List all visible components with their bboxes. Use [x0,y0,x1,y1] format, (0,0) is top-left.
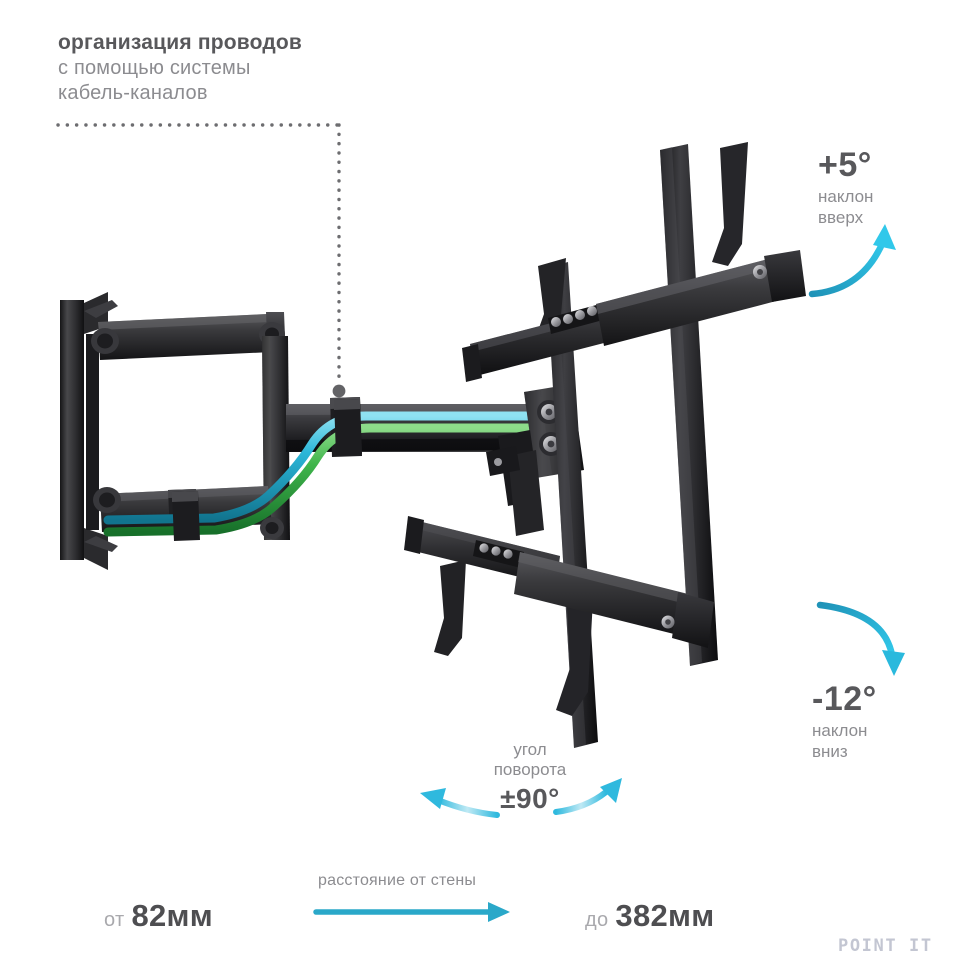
tilt-up-caption: наклон вверх [818,187,873,228]
callout-line-2: с помощью системы [58,57,251,80]
dotted-leader-line [56,123,346,398]
tilt-down-caption-line-1: наклон [812,721,868,740]
vertical-rail-right [660,144,718,666]
tilt-up-value: +5° [818,146,872,184]
distance-min: от 82мм [104,898,213,934]
curved-arrow-left-icon [420,788,500,818]
tilt-down-caption-line-2: вниз [812,741,848,761]
curved-arrow-down-icon [816,601,905,676]
watermark-logo: POINT IT [838,936,933,956]
swivel-annotation: угол поворота ±90° [460,740,600,815]
swivel-caption-line-1: угол [513,740,547,759]
tilt-down-annotation: -12° наклон вниз [812,682,877,762]
curved-arrow-up-icon [808,224,896,298]
tilt-up-annotation: +5° наклон вверх [818,148,873,228]
tilt-up-caption-line-1: наклон [818,187,874,206]
wall-plate [60,292,118,570]
callout-line-1: организация проводов [58,31,303,54]
distance-min-value: 82мм [131,898,213,933]
distance-max-prefix: до [585,909,609,931]
rack-teeth-lower [473,540,524,568]
crossbar-upper [462,250,806,382]
hook-bracket [434,142,748,716]
straight-arrow-right-icon [313,902,510,922]
cable-management-callout: организация проводов с помощью системы к… [58,30,388,106]
distance-max: до 382мм [585,898,715,934]
cable-clip [172,399,362,541]
tilt-hardware [486,446,520,476]
curved-arrow-right-icon [553,778,622,815]
crossbar-lower [404,516,714,648]
distance-label: расстояние от стены [318,872,477,889]
swivel-caption-line-2: поворота [493,760,567,780]
tilt-down-caption: наклон вниз [812,721,877,762]
callout-line-3: кабель-каналов [58,81,208,104]
tilt-down-value: -12° [812,680,877,718]
rack-teeth [548,304,603,334]
swivel-value: ±90° [500,782,560,814]
tilt-up-caption-line-2: вверх [818,207,864,227]
distance-max-value: 382мм [615,898,715,933]
distance-min-prefix: от [104,909,125,931]
